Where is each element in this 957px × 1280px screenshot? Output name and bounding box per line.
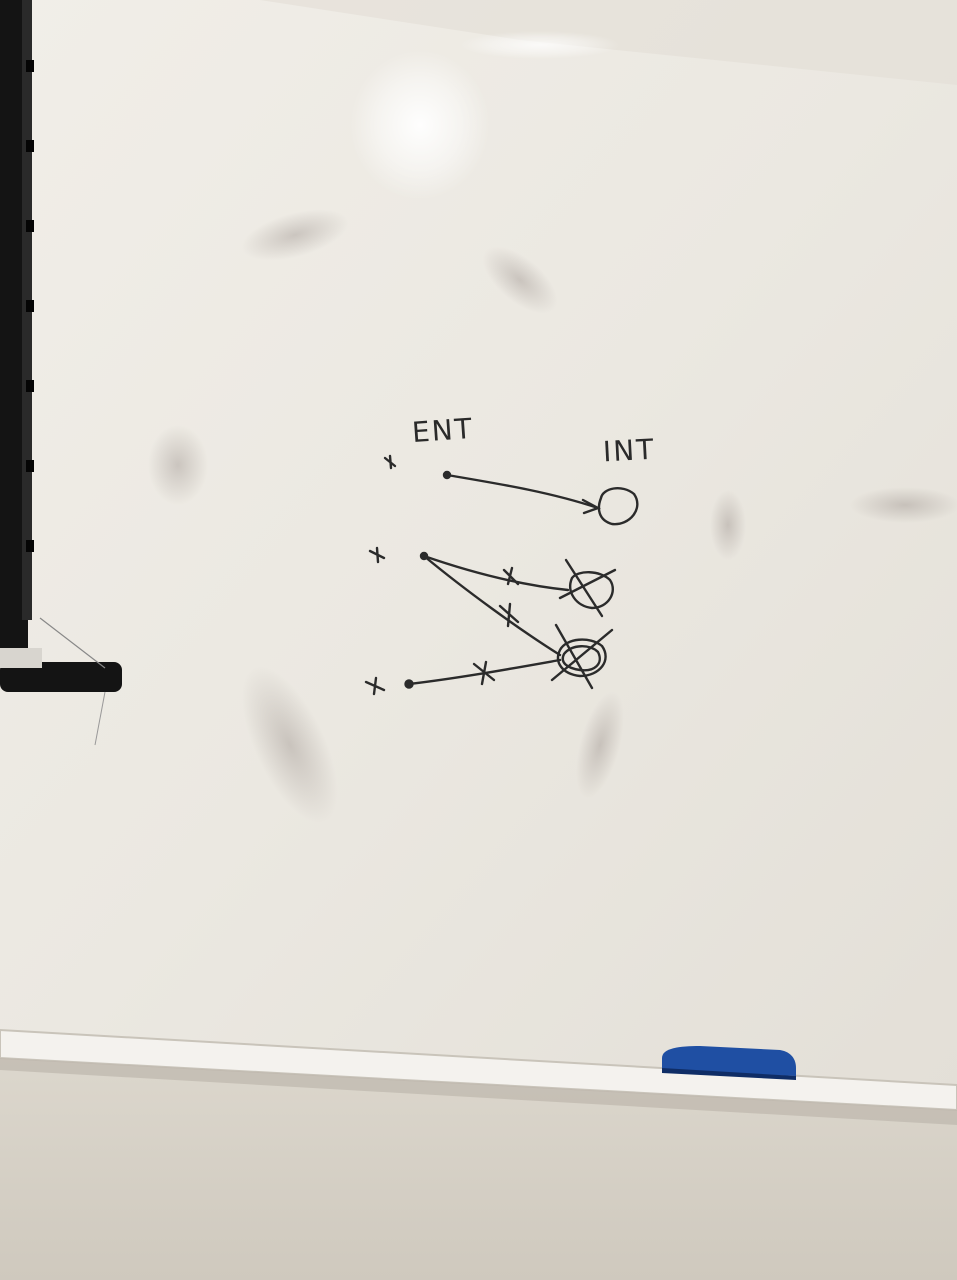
cross-line [558, 568, 617, 600]
diagram-drawing [364, 454, 639, 696]
board-tray [0, 1028, 957, 1112]
mark-x [502, 566, 520, 586]
mark-x [498, 602, 520, 628]
hanging-cord-lower [94, 691, 106, 746]
eraser [662, 1046, 796, 1080]
cross-line [550, 628, 614, 682]
crossed-circle [569, 571, 615, 610]
smudge [241, 209, 349, 261]
board-tray-shadow [0, 1058, 957, 1125]
arrow-line [445, 473, 600, 510]
mark-x [364, 676, 386, 696]
cross-line [564, 558, 604, 618]
smudge [710, 490, 746, 560]
line [422, 554, 562, 657]
crossed-circle [556, 638, 607, 678]
light-glare [350, 50, 490, 200]
column-label-ent: ENT [410, 411, 475, 450]
line [422, 554, 570, 592]
board-panel [0, 0, 957, 1105]
mark-x [383, 454, 397, 470]
smudge [148, 425, 208, 505]
left-frame-notches [26, 60, 34, 552]
cross-line [554, 623, 594, 690]
smudge [576, 691, 624, 799]
mark-x [472, 660, 496, 686]
int-circle [597, 487, 639, 526]
smudge [242, 666, 338, 824]
bar-sticker [0, 648, 42, 668]
column-label-int: INT [602, 432, 657, 469]
crossed-circle [561, 645, 601, 672]
mark-x [368, 546, 386, 564]
smudge [482, 246, 558, 314]
smudge [850, 487, 957, 523]
hanging-bar [0, 662, 122, 692]
hanging-cord [39, 617, 106, 669]
